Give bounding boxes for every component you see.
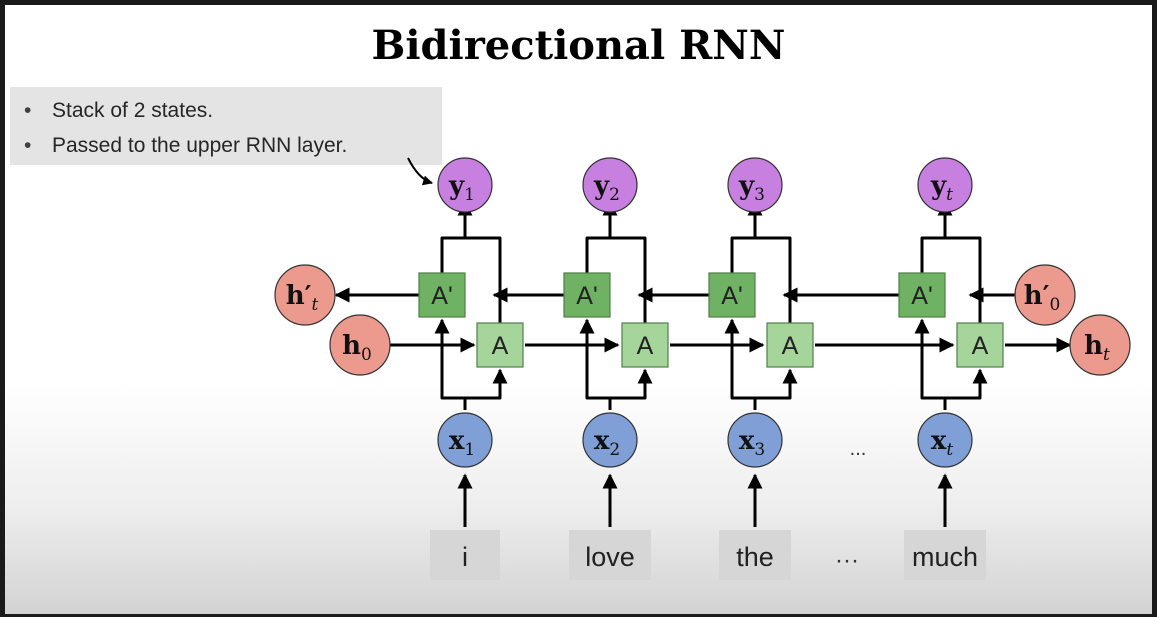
word-box-1-label: i bbox=[462, 542, 468, 572]
forward-initial-state: h0 bbox=[329, 314, 391, 376]
input-node-3: x3 bbox=[727, 412, 783, 468]
input-node-4-circle bbox=[917, 412, 973, 468]
backward-cell-3-rect bbox=[708, 272, 756, 318]
backward-final-state: h′t bbox=[274, 264, 336, 326]
forward-cell-2: A bbox=[621, 322, 669, 368]
input-to-forward-edge-2 bbox=[610, 368, 653, 400]
input-to-backward-edge-2 bbox=[579, 318, 612, 410]
input-to-forward-edge-4 bbox=[945, 368, 988, 400]
word-box-4: much bbox=[904, 530, 986, 580]
forward-cell-4-label: A bbox=[972, 332, 989, 360]
forward-cell-3: A bbox=[766, 322, 814, 368]
bullet-item-1: Stack of 2 states. bbox=[24, 93, 442, 128]
word-box-3-label: the bbox=[736, 542, 774, 572]
backward-cell-3: A' bbox=[708, 272, 756, 318]
output-node-3-label: y3 bbox=[738, 171, 765, 205]
word-box-2-rect bbox=[569, 530, 651, 580]
output-node-3: y3 bbox=[727, 157, 783, 213]
backward-cell-4-rect bbox=[898, 272, 946, 318]
nodes-layer: A' Ay1 x1 i A' Ay2 x2 love A' Ay3 x3 the A' Ayt xt much… bbox=[274, 157, 1131, 580]
backward-cell-4-label: A' bbox=[911, 282, 932, 310]
word-box-4-rect bbox=[904, 530, 986, 580]
output-node-4-label: yt bbox=[930, 171, 953, 205]
output-node-4: yt bbox=[917, 157, 973, 213]
input-node-3-label: x3 bbox=[739, 426, 765, 460]
backward-cell-1-rect bbox=[418, 272, 466, 318]
input-node-1: x1 bbox=[437, 412, 493, 468]
output-node-1-label: y1 bbox=[448, 171, 475, 205]
output-node-1: y1 bbox=[437, 157, 493, 213]
backward-to-output-edge-1 bbox=[440, 200, 473, 273]
backward-to-output-edge-4 bbox=[920, 200, 953, 273]
input-node-2: x2 bbox=[582, 412, 638, 468]
output-node-2: y2 bbox=[582, 157, 638, 213]
forward-final-state-circle bbox=[1069, 314, 1131, 376]
forward-cell-1-label: A bbox=[492, 332, 509, 360]
slide-title: Bidirectional RNN bbox=[371, 22, 786, 69]
forward-initial-state-label: h0 bbox=[342, 331, 372, 365]
backward-cell-1-label: A' bbox=[431, 282, 452, 310]
input-node-4: xt bbox=[917, 412, 973, 468]
backward-to-output-edge-3 bbox=[730, 200, 763, 273]
forward-cell-4: A bbox=[956, 322, 1004, 368]
input-node-2-label: x2 bbox=[594, 426, 620, 460]
forward-final-state: ht bbox=[1069, 314, 1131, 376]
word-box-2-label: love bbox=[585, 542, 635, 572]
backward-cell-4: A' bbox=[898, 272, 946, 318]
forward-cell-1: A bbox=[476, 322, 524, 368]
backward-to-output-edge-2 bbox=[585, 200, 618, 273]
backward-initial-state: h′0 bbox=[1014, 264, 1076, 326]
backward-final-state-label: h′t bbox=[286, 281, 319, 315]
forward-to-output-edge-3 bbox=[755, 236, 792, 323]
backward-final-state-circle bbox=[274, 264, 336, 326]
word-box-2: love bbox=[569, 530, 651, 580]
backward-cell-2-label: A' bbox=[576, 282, 597, 310]
backward-initial-state-label: h′0 bbox=[1024, 281, 1061, 315]
backward-cell-1: A' bbox=[418, 272, 466, 318]
forward-cell-4-rect bbox=[956, 322, 1004, 368]
forward-to-output-edge-1 bbox=[465, 236, 502, 323]
input-node-1-label: x1 bbox=[449, 426, 475, 460]
forward-to-output-edge-2 bbox=[610, 236, 647, 323]
output-node-2-circle bbox=[582, 157, 638, 213]
backward-initial-state-circle bbox=[1014, 264, 1076, 326]
input-to-backward-edge-1 bbox=[434, 318, 467, 410]
forward-cell-3-rect bbox=[766, 322, 814, 368]
backward-cell-3-label: A' bbox=[721, 282, 742, 310]
input-node-2-circle bbox=[582, 412, 638, 468]
word-ellipsis: ··· bbox=[835, 547, 859, 574]
input-ellipsis: ... bbox=[850, 438, 867, 460]
forward-initial-state-circle bbox=[329, 314, 391, 376]
annotation-arrow bbox=[407, 157, 433, 186]
word-box-3: the bbox=[719, 530, 791, 580]
forward-cell-3-label: A bbox=[782, 332, 799, 360]
input-to-backward-edge-4 bbox=[914, 318, 947, 410]
input-node-3-circle bbox=[727, 412, 783, 468]
output-node-4-circle bbox=[917, 157, 973, 213]
notes-box: Stack of 2 states. Passed to the upper R… bbox=[10, 87, 442, 165]
backward-cell-2-rect bbox=[563, 272, 611, 318]
word-box-1: i bbox=[430, 530, 500, 580]
output-node-1-circle bbox=[437, 157, 493, 213]
forward-cell-2-rect bbox=[621, 322, 669, 368]
forward-cell-2-label: A bbox=[637, 332, 654, 360]
input-to-forward-edge-3 bbox=[755, 368, 798, 400]
forward-cell-1-rect bbox=[476, 322, 524, 368]
input-node-4-label: xt bbox=[931, 426, 954, 460]
input-to-forward-edge-1 bbox=[465, 368, 508, 400]
output-node-2-label: y2 bbox=[593, 171, 620, 205]
word-box-1-rect bbox=[430, 530, 500, 580]
word-box-4-label: much bbox=[912, 542, 978, 572]
backward-cell-2: A' bbox=[563, 272, 611, 318]
input-to-backward-edge-3 bbox=[724, 318, 757, 410]
bullet-list: Stack of 2 states. Passed to the upper R… bbox=[24, 93, 442, 163]
output-node-3-circle bbox=[727, 157, 783, 213]
bullet-item-2: Passed to the upper RNN layer. bbox=[24, 128, 442, 163]
forward-final-state-label: ht bbox=[1084, 331, 1110, 365]
input-node-1-circle bbox=[437, 412, 493, 468]
word-box-3-rect bbox=[719, 530, 791, 580]
forward-to-output-edge-4 bbox=[945, 236, 982, 323]
